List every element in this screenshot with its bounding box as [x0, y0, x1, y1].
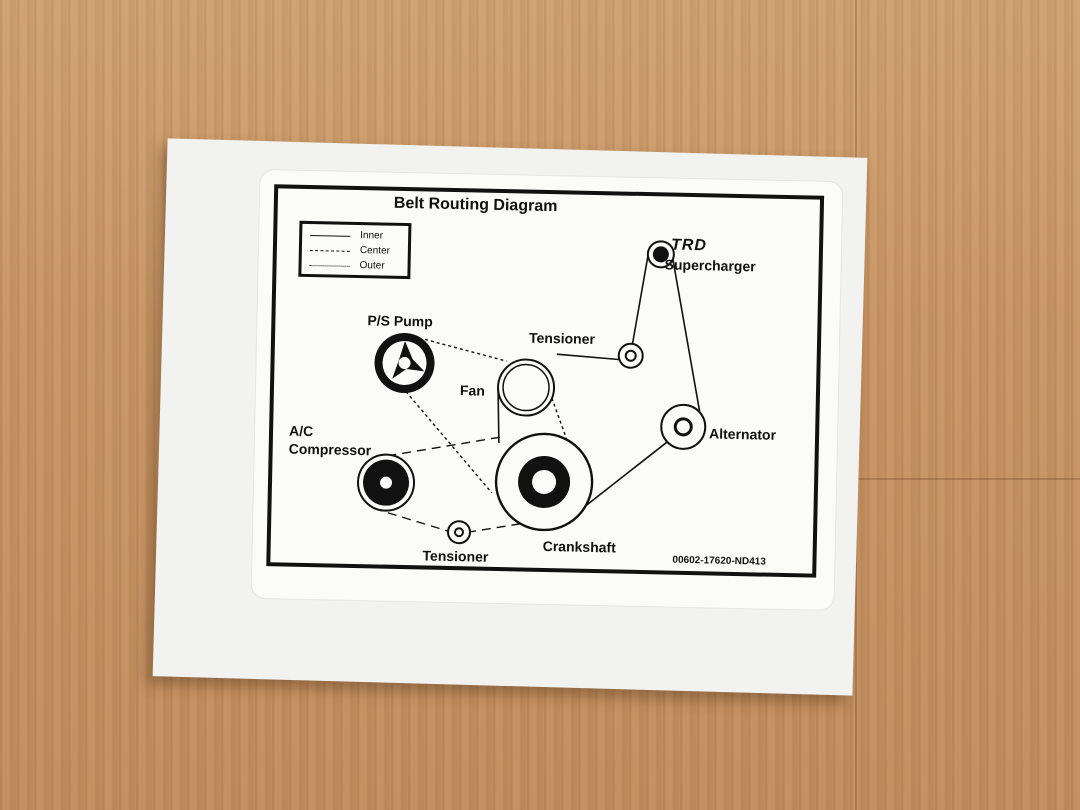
legend-dashed-line [309, 250, 350, 252]
supercharger-label: Supercharger [664, 256, 756, 275]
diagram-title: Belt Routing Diagram [393, 194, 558, 216]
fan-pulley [497, 358, 556, 417]
tensioner-top-label: Tensioner [528, 329, 596, 347]
alternator-label: Alternator [708, 425, 777, 443]
legend-label: Outer [359, 260, 385, 272]
ac-compressor-pulley [357, 453, 416, 512]
ac-label-line2: Compressor [288, 440, 372, 459]
legend: Inner Center Outer [298, 220, 412, 280]
crankshaft-label: Crankshaft [542, 537, 617, 556]
trd-logo: TRD [670, 236, 708, 255]
tensioner-top-pulley [617, 342, 644, 369]
tensioner-bottom-label: Tensioner [422, 547, 489, 565]
ac-label-line1: A/C [288, 422, 314, 440]
legend-label: Center [359, 245, 391, 257]
alternator-pulley [660, 403, 707, 450]
belt-routing-sticker: Belt Routing Diagram Inner Center Outer … [251, 169, 843, 611]
legend-item-inner: Inner [310, 228, 406, 244]
belt-diagram [357, 240, 707, 545]
outer-belt [401, 338, 572, 494]
plank-seam [855, 478, 1080, 480]
legend-label: Inner [360, 230, 384, 242]
tensioner-bottom-pulley [447, 520, 472, 545]
ps-pump-pulley [374, 333, 435, 394]
fan-label: Fan [459, 382, 486, 399]
part-number: 00602-17620-ND413 [672, 554, 766, 568]
legend-item-outer: Outer [309, 258, 405, 274]
legend-dotted-line [309, 265, 350, 267]
legend-solid-line [310, 235, 351, 237]
crankshaft-pulley [494, 432, 594, 532]
legend-item-center: Center [309, 243, 406, 259]
supercharger-pulley [646, 240, 675, 269]
ps-pump-label: P/S Pump [367, 312, 433, 330]
